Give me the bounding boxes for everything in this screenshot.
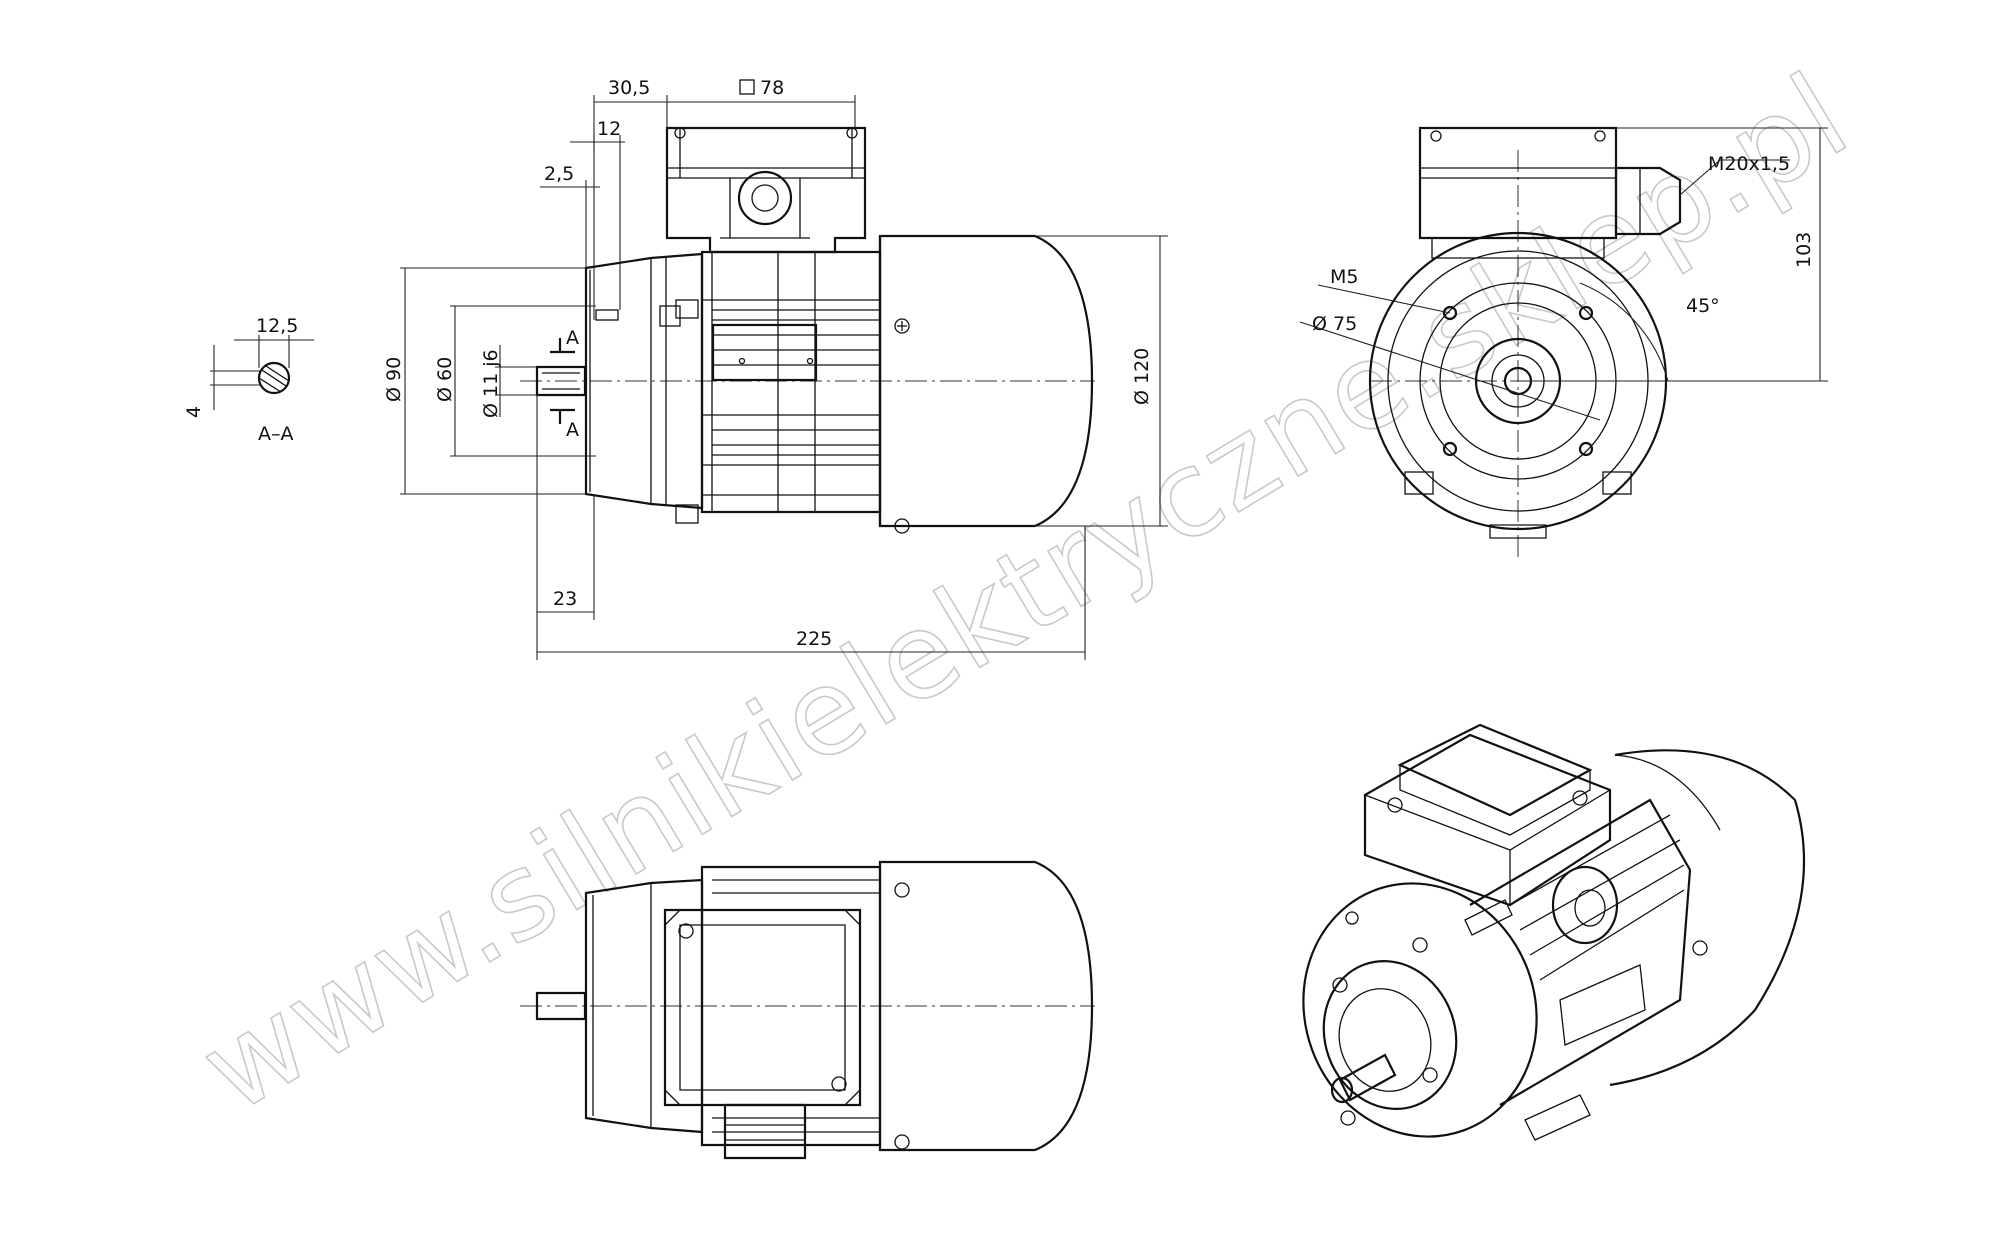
- iso-shaft: [1338, 1053, 1397, 1102]
- dim-dia11: Ø 11 j6: [480, 349, 502, 418]
- stator-body: [700, 250, 882, 514]
- top-terminal-box: [663, 908, 862, 1107]
- dim-12-5-text: 12,5: [256, 315, 298, 337]
- terminal-box: [665, 126, 867, 254]
- foot: [1602, 471, 1632, 495]
- side-view: 30,5 78 12 2,5 Ø 90 Ø 60 Ø 11 j6 A A Ø 1…: [383, 77, 1168, 660]
- bolt-hole: [1442, 441, 1458, 457]
- front-terminal-box: [1418, 126, 1618, 240]
- dim-sq-78: 78: [760, 77, 784, 99]
- iso-nameplate: [1559, 964, 1646, 1046]
- section-mark-top: [550, 338, 575, 354]
- top-view: [520, 860, 1095, 1160]
- dim-30-5: 30,5: [608, 77, 650, 99]
- front-view: M20x1,5 103 M5 Ø 75 45°: [1299, 126, 1828, 560]
- cable-gland: [737, 170, 793, 226]
- bolt-hole: [1578, 305, 1594, 321]
- iso-body: [1469, 798, 1692, 1106]
- section-a-top: A: [566, 327, 579, 349]
- fan-cover-screw: [894, 318, 910, 334]
- iso-fan-cover: [1609, 749, 1806, 1087]
- section-aa-view: 12,5 4 A–A: [183, 315, 314, 445]
- dim-12: 12: [597, 118, 621, 140]
- dim-45-arc: [1579, 282, 1669, 382]
- iso-terminal-box: [1363, 733, 1612, 907]
- dim-23: 23: [553, 588, 577, 610]
- dim-103: 103: [1793, 232, 1815, 268]
- dim-225: 225: [796, 628, 832, 650]
- foot: [1404, 471, 1434, 495]
- fan-cover: [878, 234, 1094, 528]
- dim-dia75: Ø 75: [1312, 313, 1357, 335]
- dim-2-5: 2,5: [544, 163, 574, 185]
- top-fan-cover: [878, 860, 1094, 1152]
- dim-4-text: 4: [183, 406, 205, 418]
- dim-dia90: Ø 90: [383, 357, 405, 402]
- section-mark-bottom: [550, 408, 575, 424]
- cooling-fins: [712, 309, 880, 456]
- iso-flange: [1302, 882, 1538, 1138]
- section-a-bottom: A: [566, 419, 579, 441]
- iso-cable-gland: [1551, 865, 1619, 945]
- dim-m5: M5: [1330, 266, 1358, 288]
- nameplate: [711, 323, 818, 382]
- dim-dia60: Ø 60: [434, 357, 456, 402]
- dim-45: 45°: [1686, 295, 1720, 317]
- dim-m20: M20x1,5: [1708, 153, 1790, 175]
- bolt-hole: [1578, 441, 1594, 457]
- isometric-view: [1302, 723, 1806, 1141]
- square-symbol: [739, 79, 755, 95]
- front-cable-gland: [1614, 166, 1682, 236]
- bolt-hole: [1442, 305, 1458, 321]
- dim-dia120: Ø 120: [1131, 348, 1153, 405]
- section-hatch: [258, 365, 290, 393]
- section-aa-label: A–A: [258, 423, 294, 445]
